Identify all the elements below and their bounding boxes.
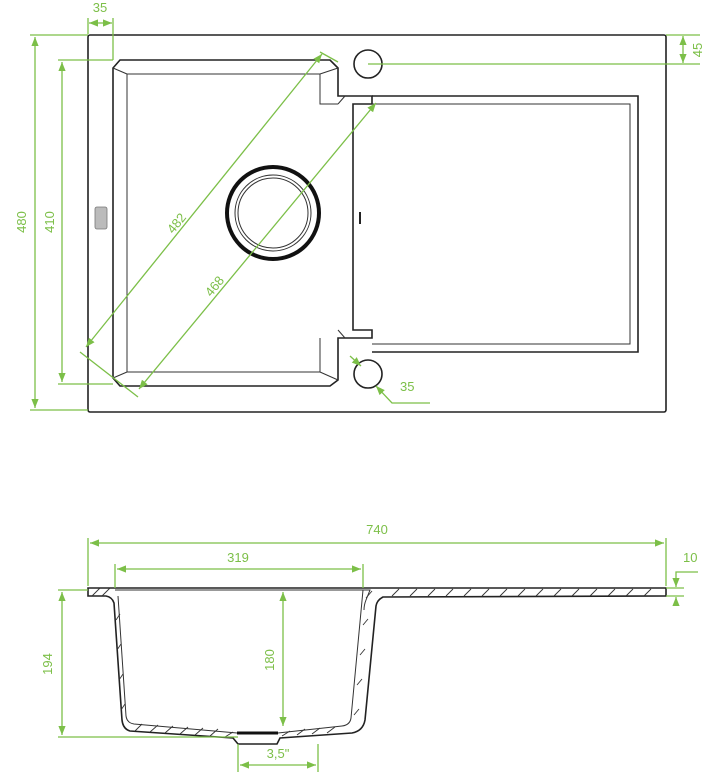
label-overall-width: 740 (366, 522, 388, 537)
label-rim-offset: 35 (93, 0, 107, 15)
hatch-line (427, 588, 436, 597)
label-rim-thickness: 10 (683, 550, 697, 565)
label-inner-diagonal: 468 (202, 273, 227, 299)
top-view: 35 45 480 410 482 468 35 (14, 0, 705, 413)
label-overall-depth: 480 (14, 211, 29, 233)
hatch-line (409, 588, 418, 597)
drainer (372, 95, 639, 353)
hatch-line (445, 588, 454, 597)
hatch-line (643, 588, 652, 597)
hatch-line (625, 588, 634, 597)
side-view: 740 319 10 194 180 3,5" (40, 522, 698, 772)
label-outer-diagonal: 482 (164, 210, 189, 236)
dim-outer-diagonal (85, 53, 323, 348)
hatch-line (499, 588, 508, 597)
logo-plate (94, 206, 108, 230)
hatch-line (553, 588, 562, 597)
dim-rim-thickness (672, 571, 698, 587)
hatching (91, 587, 373, 738)
label-bowl-depth: 410 (42, 211, 57, 233)
hatch-line (463, 588, 472, 597)
hatch-line (481, 588, 490, 597)
label-tap-offset: 45 (690, 43, 705, 57)
drainer-hatching (391, 588, 652, 597)
hatch-line (517, 588, 526, 597)
label-overall-height: 194 (40, 653, 55, 675)
label-drain-size: 3,5" (267, 746, 290, 761)
dim-tap-hole (375, 385, 430, 404)
label-bowl-height: 180 (262, 649, 277, 671)
label-bowl-width: 319 (227, 550, 249, 565)
drain-ring (225, 165, 321, 261)
section-profile (87, 587, 667, 745)
hatch-line (607, 588, 616, 597)
label-tap-hole: 35 (400, 379, 414, 394)
drain-inner (234, 174, 312, 252)
hatch-line (571, 588, 580, 597)
hatch-line (535, 588, 544, 597)
dim-inner-diagonal (138, 102, 377, 390)
hatch-line (391, 588, 400, 597)
hatch-line (589, 588, 598, 597)
bowl-rim (112, 59, 373, 387)
